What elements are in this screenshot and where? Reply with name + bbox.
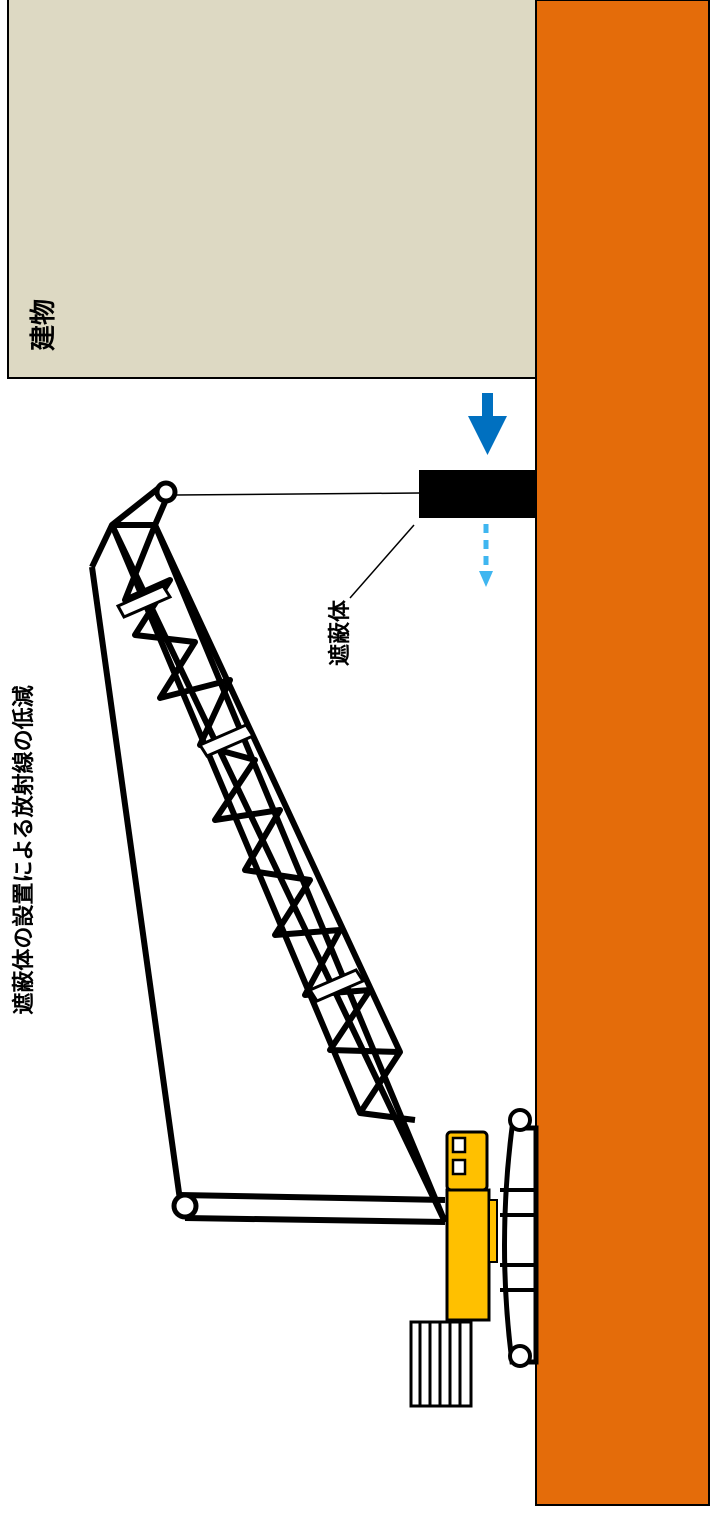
shield-leader-line <box>349 524 415 599</box>
counterweight <box>409 1320 473 1408</box>
ground <box>535 0 710 1506</box>
crane <box>89 480 539 1408</box>
shield-block <box>419 470 536 518</box>
shield-label: 遮蔽体 <box>327 599 353 666</box>
building-label: 建物 <box>29 299 59 351</box>
building <box>7 0 537 379</box>
diagram-title: 遮蔽体の設置による放射線の低減 <box>11 685 37 1014</box>
crawler-track <box>500 1108 539 1368</box>
arrow-dashed-icon <box>479 524 493 587</box>
crane-body <box>445 1130 498 1322</box>
arrow-solid-icon <box>468 393 507 455</box>
